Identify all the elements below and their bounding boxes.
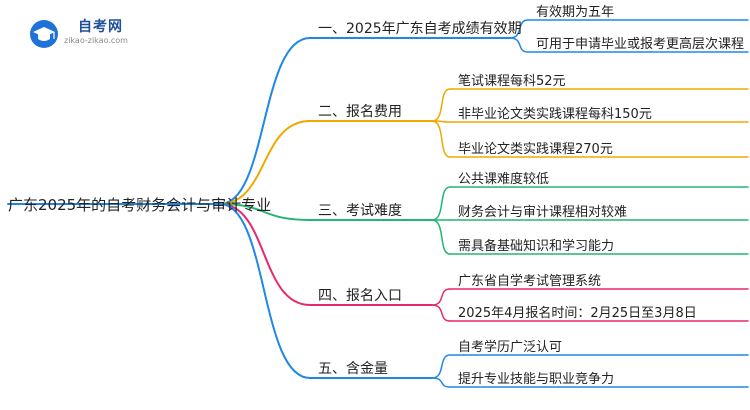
leaf-label-5-1: 自考学历广泛认可 [458, 340, 563, 355]
branch-label-3: 三、考试难度 [318, 203, 402, 219]
leaf-label-4-1: 广东省自学考试管理系统 [458, 274, 602, 289]
leaf-label-1-1: 有效期为五年 [536, 5, 615, 20]
leaf-label-3-2: 财务会计与审计课程相对较难 [458, 205, 628, 220]
leaf-label-2-2: 非毕业论文类实践课程每科150元 [458, 107, 652, 122]
leaf-connector-1-1 [509, 19, 529, 39]
branch-connector-2 [219, 120, 311, 205]
branch-label-2: 二、报名费用 [318, 104, 402, 120]
leaf-connector-4-1 [431, 288, 451, 306]
branch-connector-3 [219, 203, 311, 221]
site-logo: 自考网 zikao-zikao.com [30, 14, 148, 50]
leaf-label-4-2: 2025年4月报名时间：2月25日至3月8日 [458, 306, 697, 321]
leaf-connector-2-3 [431, 120, 451, 158]
logo-url: zikao-zikao.com [64, 36, 128, 45]
leaf-connector-2-1 [431, 88, 451, 122]
branch-connector-5 [219, 203, 311, 379]
leaf-label-2-1: 笔试课程每科52元 [458, 74, 566, 89]
leaf-label-2-3: 毕业论文类实践课程270元 [458, 142, 613, 157]
branch-label-1: 一、2025年广东自考成绩有效期 [318, 21, 522, 37]
logo-title: 自考网 [78, 19, 123, 35]
leaf-connector-3-1 [431, 186, 451, 221]
graduation-cap-icon [30, 20, 58, 48]
leaf-label-1-2: 可用于申请毕业或报考更高层次课程 [536, 37, 745, 52]
branch-connector-4 [219, 203, 311, 306]
branch-label-4: 四、报名入口 [318, 288, 402, 304]
branch-connector-1 [219, 37, 311, 205]
root-topic: 广东2025年的自考财务会计与审计专业 [8, 196, 272, 214]
leaf-connector-5-2 [431, 377, 451, 388]
leaf-connector-1-2 [509, 37, 529, 53]
leaf-connector-3-3 [431, 219, 451, 255]
leaf-label-3-3: 需具备基础知识和学习能力 [458, 239, 615, 254]
leaf-label-5-2: 提升专业技能与职业竞争力 [458, 372, 615, 387]
leaf-connector-5-1 [431, 354, 451, 379]
leaf-connector-4-2 [431, 304, 451, 322]
leaf-label-3-1: 公共课难度较低 [458, 172, 550, 187]
branch-label-5: 五、含金量 [318, 361, 388, 377]
